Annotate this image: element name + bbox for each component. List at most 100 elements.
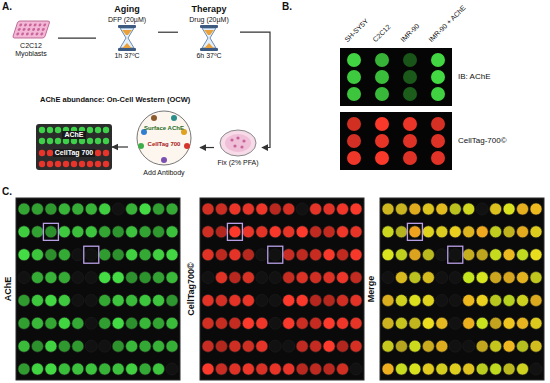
blot-spot xyxy=(403,53,417,67)
plate-well xyxy=(85,317,97,329)
plate-well xyxy=(45,226,57,238)
plate-well xyxy=(517,294,529,306)
plate-well xyxy=(269,272,281,284)
plate-well xyxy=(463,317,475,329)
plate-well xyxy=(517,226,529,238)
plate-well xyxy=(296,203,308,215)
step-text: 6h 37ºC xyxy=(196,52,221,60)
column-header: SH-SY5Y xyxy=(343,17,370,44)
plate-well xyxy=(85,294,97,306)
plate-well xyxy=(153,203,165,215)
plate-well xyxy=(476,294,488,306)
plate-well xyxy=(463,363,475,375)
plate-well xyxy=(166,340,178,352)
blot-spot xyxy=(375,53,389,67)
blot-spot xyxy=(431,87,445,101)
plate-well xyxy=(436,226,448,238)
blot-spot xyxy=(403,134,417,148)
plate-well xyxy=(202,340,214,352)
blot-spot xyxy=(375,117,389,131)
blot-spot xyxy=(403,151,417,165)
plate-well xyxy=(503,226,515,238)
blot-spot xyxy=(375,70,389,84)
plate-well xyxy=(409,317,421,329)
plate-well xyxy=(242,340,254,352)
plate-well xyxy=(215,317,227,329)
step-text: Aging xyxy=(114,4,140,14)
plate-well xyxy=(436,317,448,329)
plate-well xyxy=(350,226,362,238)
plate-well xyxy=(463,203,475,215)
plate-well xyxy=(503,294,515,306)
plate-well xyxy=(382,272,394,284)
blot-spot xyxy=(431,134,445,148)
plate-well xyxy=(215,294,227,306)
blot-spot xyxy=(375,151,389,165)
plate-well xyxy=(503,340,515,352)
plate-well xyxy=(422,226,434,238)
plate-well xyxy=(337,340,349,352)
plate-well xyxy=(229,294,241,306)
plate-well xyxy=(310,226,322,238)
plate-well xyxy=(31,203,43,215)
plate-well xyxy=(283,226,295,238)
plate-well xyxy=(490,317,502,329)
plate-well xyxy=(422,294,434,306)
step-text: C2C12 Myoblasts xyxy=(6,42,56,58)
plate-well xyxy=(18,226,30,238)
plate-well xyxy=(215,226,227,238)
well-plate xyxy=(200,198,364,380)
plate-well xyxy=(296,294,308,306)
plate-well xyxy=(296,249,308,261)
blot-spot xyxy=(347,53,361,67)
plate-well xyxy=(382,294,394,306)
highlight-box xyxy=(268,246,283,263)
plate-well xyxy=(283,340,295,352)
plate-well xyxy=(256,226,268,238)
plate-well xyxy=(517,340,529,352)
incubation-step: AgingDFP (20µM)1h 37ºC xyxy=(96,2,158,62)
plate-well xyxy=(126,363,138,375)
plate-well xyxy=(503,249,515,261)
plate-well xyxy=(229,317,241,329)
plate-well xyxy=(18,272,30,284)
plate-well xyxy=(18,294,30,306)
blot-spot xyxy=(375,134,389,148)
plate-well xyxy=(337,249,349,261)
step-icon xyxy=(218,128,258,158)
plate-well xyxy=(85,363,97,375)
plate-well xyxy=(296,340,308,352)
plate-well xyxy=(323,249,335,261)
flow-arrow xyxy=(200,147,214,148)
highlight-box xyxy=(227,223,242,240)
plate-well xyxy=(166,226,178,238)
plate-well xyxy=(18,249,30,261)
panel-letter: B. xyxy=(282,1,292,13)
plate-well xyxy=(202,363,214,375)
plate-well xyxy=(503,272,515,284)
plate-well xyxy=(31,226,43,238)
row-label: Merge xyxy=(366,276,376,303)
plate-well xyxy=(283,272,295,284)
flow-arrow xyxy=(112,146,128,147)
plate-well xyxy=(310,317,322,329)
plate-well xyxy=(476,203,488,215)
plate-well xyxy=(58,317,70,329)
plate-well xyxy=(449,340,461,352)
column-header: IMR-90 + AChE xyxy=(427,4,467,44)
plate-well xyxy=(58,203,70,215)
step-text: Add Antibody xyxy=(143,169,184,177)
plate-well xyxy=(283,294,295,306)
plate-well xyxy=(382,249,394,261)
plate-well xyxy=(395,272,407,284)
plate-well xyxy=(153,272,165,284)
blot-spot xyxy=(347,117,361,131)
plate-well xyxy=(436,340,448,352)
plate-well xyxy=(166,249,178,261)
plate-well xyxy=(296,272,308,284)
plate-well xyxy=(476,249,488,261)
plate-well xyxy=(166,363,178,375)
plate-well xyxy=(449,294,461,306)
